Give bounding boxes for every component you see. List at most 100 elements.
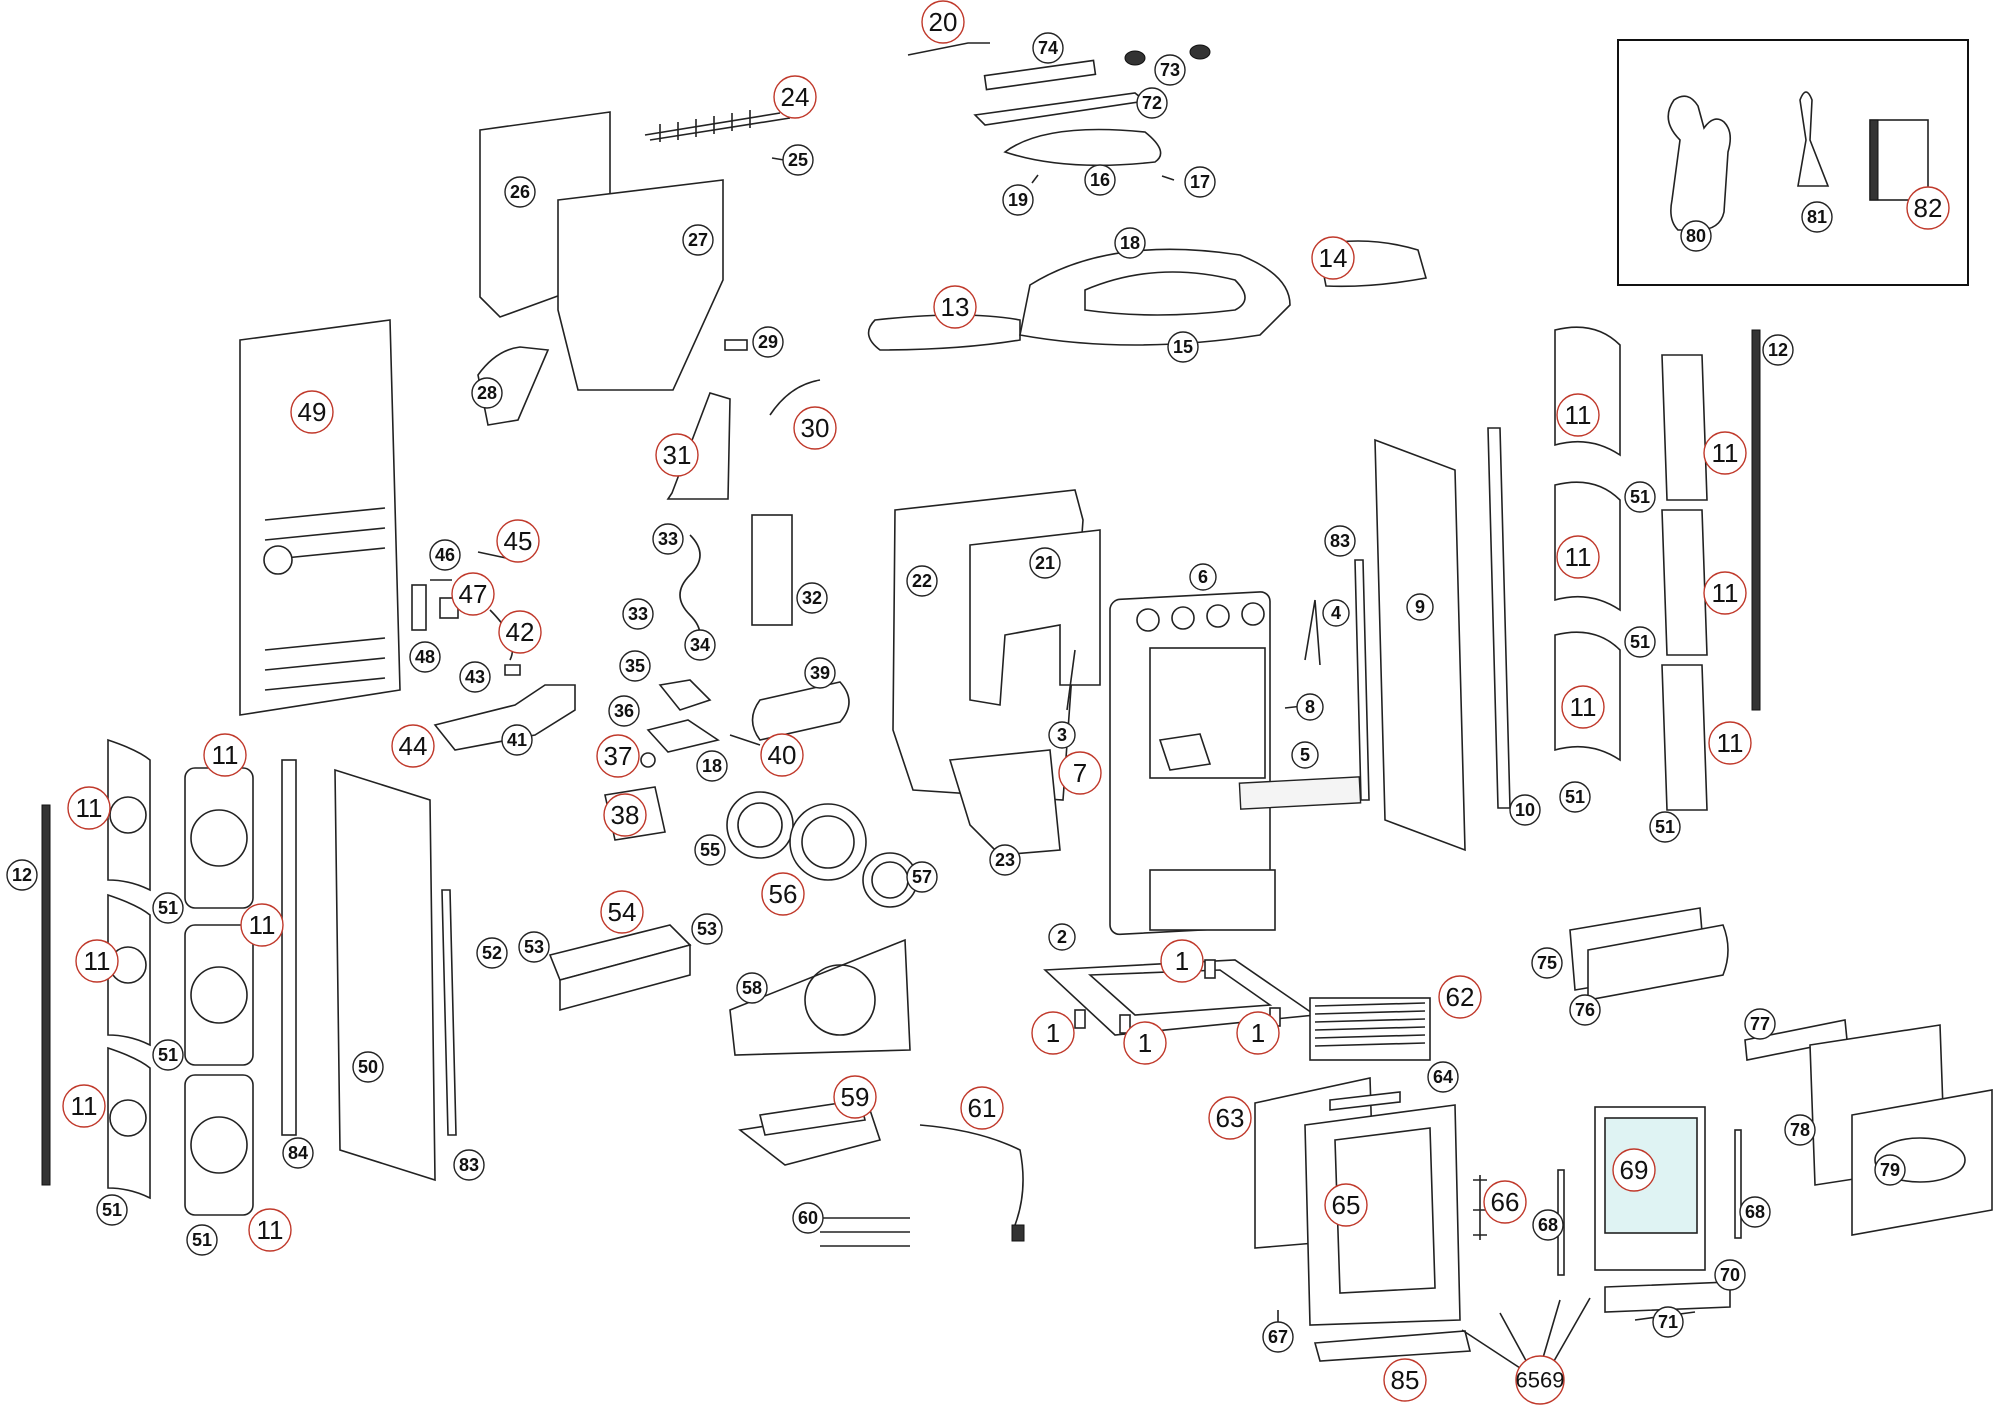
callout-circle (1048, 721, 1076, 749)
callout-c19: 19 (1002, 184, 1034, 216)
callout-c11l: 11 (248, 1208, 292, 1252)
manual-book-part (1869, 119, 1929, 201)
callout-number: 2 (1057, 927, 1067, 947)
callout-c56: 56 (761, 872, 805, 916)
callout-c52: 52 (476, 937, 508, 969)
callout-c11g: 11 (67, 786, 111, 830)
callout-number: 7 (1073, 758, 1087, 788)
callout-circle (1531, 947, 1563, 979)
callout-number: 84 (288, 1143, 308, 1163)
callout-c1b: 1 (1031, 1011, 1075, 1055)
callout-circle (608, 695, 640, 727)
callout-c11h: 11 (203, 733, 247, 777)
callout-circle (1680, 220, 1712, 252)
washer-37 (640, 752, 656, 768)
callout-c17: 17 (1184, 166, 1216, 198)
callout-c62: 62 (1438, 975, 1482, 1019)
callout-number: 85 (1391, 1365, 1420, 1395)
callout-c12b: 12 (6, 859, 38, 891)
callout-c71: 71 (1652, 1306, 1684, 1338)
callout-number: 8 (1305, 697, 1315, 717)
callout-number: 13 (941, 292, 970, 322)
callout-circle (1296, 693, 1324, 721)
callout-circle (451, 572, 495, 616)
callout-number: 82 (1914, 193, 1943, 223)
door-frame-65-inner (1334, 1127, 1436, 1294)
callout-number: 69 (1620, 1155, 1649, 1185)
side-panel-11g (107, 738, 151, 892)
callout-circle (752, 326, 784, 358)
callout-c51g: 51 (96, 1194, 128, 1226)
callout-c51a: 51 (1624, 481, 1656, 513)
callout-c23: 23 (989, 844, 1021, 876)
callout-circle (1559, 781, 1591, 813)
callout-circle (1624, 626, 1656, 658)
callout-circle (833, 1075, 877, 1119)
callout-number: 11 (71, 1091, 98, 1121)
callout-c11j: 11 (75, 939, 119, 983)
callout-number: 51 (1655, 817, 1675, 837)
callout-circle (1406, 593, 1434, 621)
callout-c39: 39 (804, 657, 836, 689)
callout-c81: 81 (1801, 201, 1833, 233)
bracket-4 (1304, 599, 1321, 666)
callout-number: 81 (1807, 207, 1827, 227)
knob-part-73a (1124, 50, 1146, 66)
bracket-36 (646, 719, 720, 753)
seal-64 (1329, 1091, 1401, 1111)
callout-number: 18 (1120, 233, 1140, 253)
scraper-tool-part (1797, 91, 1830, 187)
callout-c18b: 18 (696, 750, 728, 782)
callout-circle (1184, 166, 1216, 198)
callout-number: 25 (788, 150, 808, 170)
small-plate-29 (724, 339, 748, 351)
callout-circle (1652, 1306, 1684, 1338)
foot-1b (1119, 1014, 1131, 1034)
callout-circle (1311, 236, 1355, 280)
callout-circle (1509, 794, 1541, 826)
callout-circle (1739, 1196, 1771, 1228)
callout-number: 28 (477, 383, 497, 403)
callout-circle (1612, 1148, 1656, 1192)
callout-circle (1324, 1183, 1368, 1227)
callout-circle (1048, 923, 1076, 951)
callout-circle (282, 1137, 314, 1169)
callout-number: 34 (690, 635, 710, 655)
callout-circle (782, 144, 814, 176)
callout-circle (96, 1194, 128, 1226)
callout-number: 80 (1686, 226, 1706, 246)
cable-61 (919, 1124, 1024, 1226)
callout-circle (429, 539, 461, 571)
callout-c80: 80 (1680, 220, 1712, 252)
callout-number: 64 (1433, 1067, 1453, 1087)
callout-c76: 76 (1569, 994, 1601, 1026)
callout-number: 27 (688, 230, 708, 250)
cables-60 (820, 1217, 910, 1247)
callout-circle (1874, 1154, 1906, 1186)
callout-c66: 66 (1483, 1180, 1527, 1224)
callout-number: 24 (781, 82, 810, 112)
callout-circle (1322, 599, 1350, 627)
callout-number: 19 (1008, 190, 1028, 210)
trim-85 (1313, 1330, 1472, 1362)
callout-c30: 30 (793, 406, 837, 450)
callout-c51b: 51 (1624, 626, 1656, 658)
gasket-ring-55 (726, 791, 794, 859)
callout-c43: 43 (459, 661, 491, 693)
callout-circle (691, 913, 723, 945)
callout-number: 20 (929, 7, 958, 37)
callout-circle (1160, 939, 1204, 983)
ash-drawer-area (1149, 869, 1276, 931)
callout-number: 75 (1537, 953, 1557, 973)
callout-c49: 49 (290, 390, 334, 434)
callout-c16: 16 (1084, 164, 1116, 196)
rear-panel-hole (263, 545, 293, 575)
plate-48 (411, 584, 427, 631)
seal-strip-12a (1751, 329, 1761, 711)
callout-number: 65 (1332, 1190, 1361, 1220)
callout-c70: 70 (1714, 1259, 1746, 1291)
gasket-ring-56 (789, 803, 867, 881)
callout-number: 51 (1630, 632, 1650, 652)
callout-number: 11 (1712, 578, 1739, 608)
callout-c53a: 53 (518, 931, 550, 963)
